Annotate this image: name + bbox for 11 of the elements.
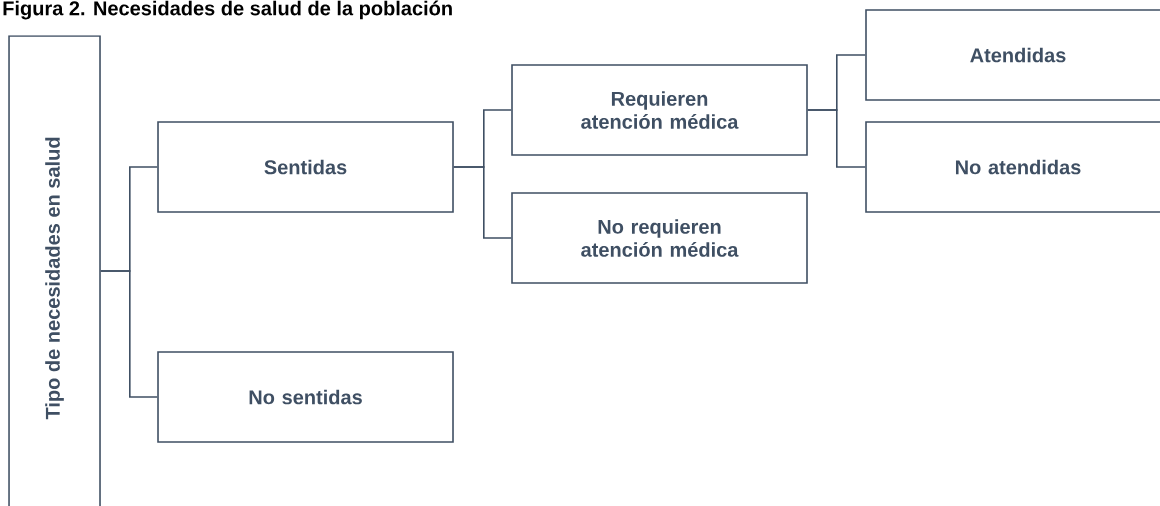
category-box: No requieren atención médica [511, 192, 808, 284]
connector-line [100, 270, 158, 398]
category-box: Tipo de necesidades en salud [8, 35, 101, 506]
category-box: No atendidas [865, 121, 1160, 213]
connector-line [807, 109, 866, 168]
category-box: Requieren atención médica [511, 64, 808, 156]
category-box: No sentidas [157, 351, 454, 443]
figure-title: Figura 2. Necesidades de salud de la población [3, 0, 452, 20]
connector-line [453, 166, 512, 239]
category-box: Sentidas [157, 121, 454, 213]
category-box: Atendidas [865, 9, 1160, 101]
